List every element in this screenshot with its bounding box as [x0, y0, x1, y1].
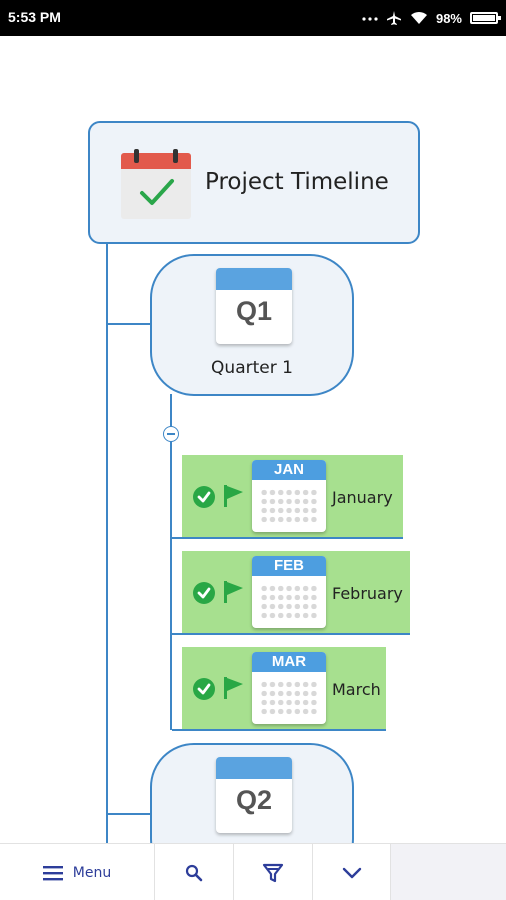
q1-badge-icon: Q1	[216, 268, 292, 344]
connector-q1-children	[170, 394, 172, 730]
status-bar: 5:53 PM 98%	[0, 0, 506, 36]
calendar-feb-icon: FEB	[252, 556, 326, 628]
connector-main-vertical	[106, 244, 108, 854]
status-icons: 98%	[362, 8, 501, 28]
hamburger-menu-icon	[42, 865, 63, 880]
battery-percent: 98%	[435, 10, 462, 26]
month-node-jan[interactable]: JAN January	[172, 455, 403, 539]
root-node-project-timeline[interactable]: Project Timeline	[88, 121, 420, 244]
status-time: 5:53 PM	[8, 9, 61, 25]
collapse-toggle-icon[interactable]	[163, 426, 179, 442]
month-abbr: MAR	[252, 652, 326, 672]
filter-icon	[262, 863, 284, 882]
battery-icon	[470, 12, 501, 24]
more-dots-icon	[362, 17, 378, 21]
month-node-feb[interactable]: FEB February	[172, 551, 410, 635]
airplane-icon	[386, 11, 401, 25]
check-circle-icon	[193, 486, 215, 508]
flag-icon	[224, 581, 243, 603]
expand-more-button[interactable]	[313, 844, 391, 900]
connector-q2	[106, 813, 152, 815]
quarter-label: Quarter 1	[211, 358, 293, 378]
calendar-check-icon	[121, 149, 191, 219]
flag-icon	[224, 677, 243, 699]
quarter-node-q1[interactable]: Q1 Quarter 1	[150, 254, 354, 396]
month-abbr: JAN	[252, 460, 326, 480]
flag-icon	[224, 485, 243, 507]
filter-button[interactable]	[234, 844, 313, 900]
connector-q1	[106, 323, 152, 325]
calendar-jan-icon: JAN	[252, 460, 326, 532]
toolbar-empty-area	[391, 844, 506, 900]
month-label: January	[332, 488, 393, 507]
calendar-mar-icon: MAR	[252, 652, 326, 724]
search-icon	[185, 864, 203, 881]
search-button[interactable]	[155, 844, 234, 900]
chevron-down-icon	[342, 867, 361, 878]
menu-label: Menu	[72, 864, 112, 881]
check-circle-icon	[193, 582, 215, 604]
q1-badge-text: Q1	[235, 296, 273, 326]
root-title: Project Timeline	[205, 169, 389, 195]
month-label: February	[332, 584, 403, 603]
q2-badge-text: Q2	[235, 785, 273, 815]
month-label: March	[332, 680, 381, 699]
month-abbr: FEB	[252, 556, 326, 576]
bottom-toolbar: Menu	[0, 843, 506, 900]
check-circle-icon	[193, 678, 215, 700]
q2-badge-icon: Q2	[216, 757, 292, 833]
month-node-mar[interactable]: MAR March	[172, 647, 386, 731]
wifi-icon	[410, 11, 427, 24]
menu-button[interactable]: Menu	[0, 844, 155, 900]
